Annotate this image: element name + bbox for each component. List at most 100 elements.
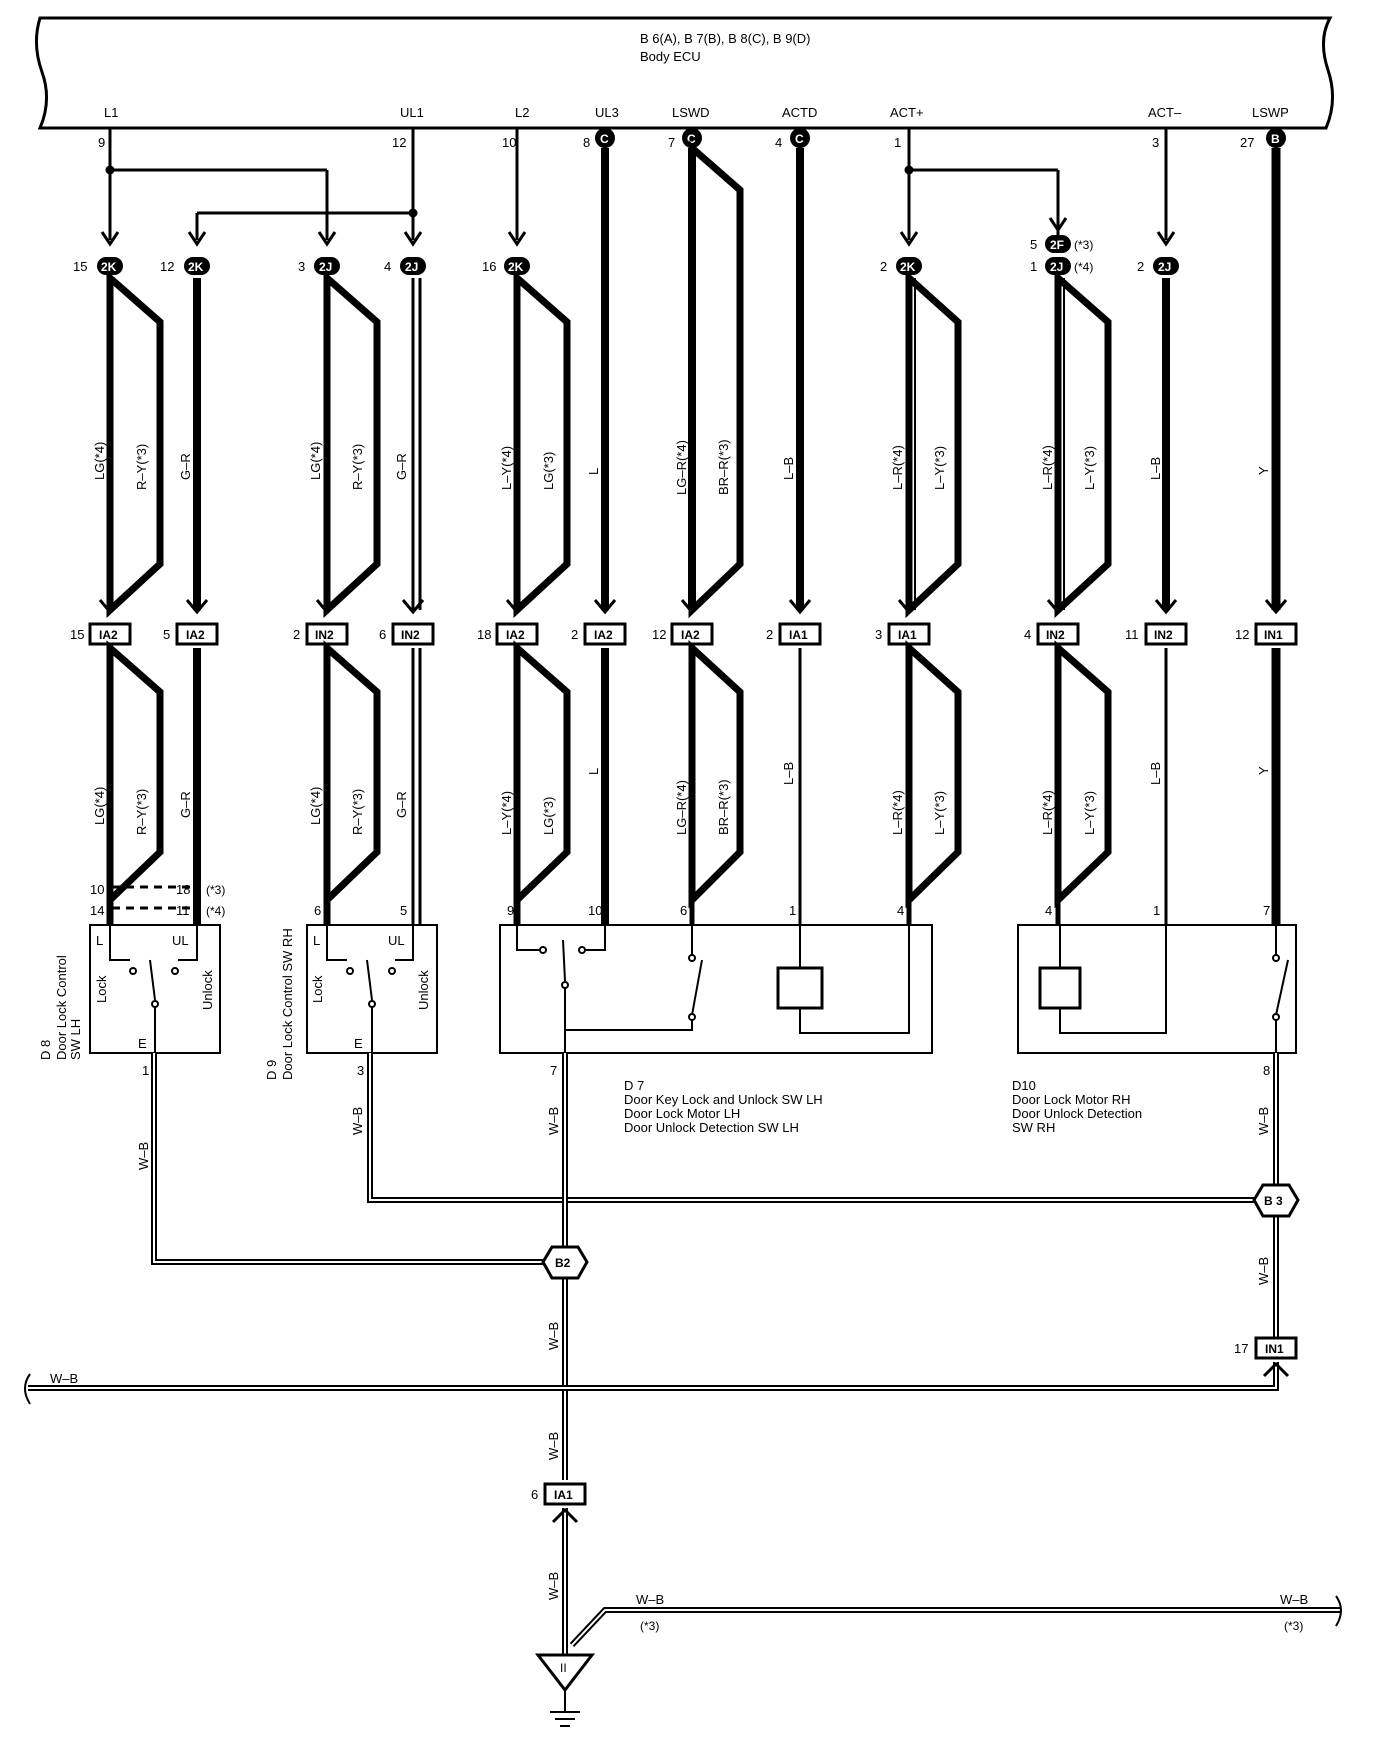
svg-text:4: 4 bbox=[897, 903, 904, 918]
svg-text:3: 3 bbox=[875, 627, 882, 642]
svg-text:17: 17 bbox=[1234, 1341, 1248, 1356]
svg-text:UL: UL bbox=[172, 933, 189, 948]
wire-label: LG(*4) bbox=[92, 787, 107, 825]
svg-text:L: L bbox=[313, 933, 320, 948]
terminal-conn-lswd bbox=[682, 128, 702, 148]
svg-text:11: 11 bbox=[1125, 627, 1139, 642]
component-d8: 10 18 (*3) 14 11 (*4) L UL Lock Unlock E… bbox=[38, 882, 225, 1078]
svg-text:Door Unlock Detection SW LH: Door Unlock Detection SW LH bbox=[624, 1120, 799, 1135]
terminal-label-l1: L1 bbox=[104, 105, 118, 120]
wire-label: L bbox=[586, 468, 601, 475]
wire-label: BR–R(*3) bbox=[716, 779, 731, 835]
svg-text:2J: 2J bbox=[319, 260, 332, 274]
svg-text:B2: B2 bbox=[555, 1256, 571, 1270]
upper-wire-labels: LG(*4) R–Y(*3) G–R LG(*4) R–Y(*3) G–R L–… bbox=[92, 439, 1271, 495]
svg-text:2J: 2J bbox=[405, 260, 418, 274]
terminal-pin-l2: 10 bbox=[502, 135, 516, 150]
svg-text:W–B: W–B bbox=[546, 1432, 561, 1460]
svg-text:Door Lock Motor RH: Door Lock Motor RH bbox=[1012, 1092, 1130, 1107]
svg-text:7: 7 bbox=[1263, 903, 1270, 918]
svg-text:(*4): (*4) bbox=[206, 904, 225, 918]
svg-text:IN2: IN2 bbox=[315, 628, 334, 642]
svg-text:5: 5 bbox=[400, 903, 407, 918]
svg-text:II: II bbox=[560, 1661, 567, 1675]
wire-label: L–Y(*3) bbox=[932, 791, 947, 835]
wire-label: L–Y(*3) bbox=[1082, 791, 1097, 835]
wire-label: L–Y(*4) bbox=[499, 446, 514, 490]
svg-text:15: 15 bbox=[73, 259, 87, 274]
svg-text:14: 14 bbox=[90, 903, 104, 918]
terminal-pin-l1: 9 bbox=[98, 135, 105, 150]
d10-internal-circuit bbox=[1038, 925, 1289, 1053]
svg-text:W–B: W–B bbox=[50, 1371, 78, 1386]
ecu-terminals: L1 9 UL1 12 L2 10 UL3 8 LSWD 7 ACTD 4 AC… bbox=[98, 105, 1289, 150]
svg-text:W–B: W–B bbox=[546, 1572, 561, 1600]
svg-text:Door Key Lock and Unlock SW LH: Door Key Lock and Unlock SW LH bbox=[624, 1092, 823, 1107]
junction-2j-2: 2J 2 bbox=[1137, 257, 1179, 275]
splice-b2: B2 bbox=[541, 1245, 589, 1280]
wire-label: L–R(*4) bbox=[1040, 790, 1055, 835]
svg-text:IN2: IN2 bbox=[1154, 628, 1173, 642]
svg-text:W–B: W–B bbox=[350, 1107, 365, 1135]
wire-label: L–Y(*3) bbox=[1082, 446, 1097, 490]
wire-label: LG(*4) bbox=[308, 442, 323, 480]
wire-label: L–B bbox=[1148, 457, 1163, 480]
svg-text:W–B: W–B bbox=[546, 1322, 561, 1350]
wire-label: L–R(*4) bbox=[890, 790, 905, 835]
svg-text:(*3): (*3) bbox=[1074, 238, 1093, 252]
svg-text:2K: 2K bbox=[900, 260, 916, 274]
svg-text:Door Lock Motor LH: Door Lock Motor LH bbox=[624, 1106, 740, 1121]
svg-text:1: 1 bbox=[1030, 259, 1037, 274]
junction-2k-16: 2K 16 bbox=[482, 257, 530, 275]
ground-icon: II bbox=[534, 1653, 596, 1727]
terminal-conn-actd bbox=[790, 128, 810, 148]
terminal-pin-lswd: 7 bbox=[668, 135, 675, 150]
lower-harness bbox=[106, 640, 1281, 925]
svg-text:18: 18 bbox=[477, 627, 491, 642]
svg-text:10: 10 bbox=[90, 882, 104, 897]
svg-text:(*4): (*4) bbox=[1074, 260, 1093, 274]
d8-switch-icon bbox=[109, 925, 198, 1053]
svg-text:D 9: D 9 bbox=[264, 1060, 279, 1080]
terminal-label-lswp: LSWP bbox=[1252, 105, 1289, 120]
svg-text:12: 12 bbox=[1235, 627, 1249, 642]
mid-conn-ia1-3: IA1 3 bbox=[875, 622, 931, 646]
svg-text:D10: D10 bbox=[1012, 1078, 1036, 1093]
svg-text:2K: 2K bbox=[508, 260, 524, 274]
wire-label: G–R bbox=[394, 791, 409, 818]
wire-label: LG–R(*4) bbox=[674, 780, 689, 835]
body-ecu: B 6(A), B 7(B), B 8(C), B 9(D) Body ECU bbox=[35, 16, 1334, 130]
terminal-conn-text-lswp: B bbox=[1271, 132, 1280, 146]
ecu-name: Body ECU bbox=[640, 49, 701, 64]
wire-label: L–B bbox=[781, 762, 796, 785]
svg-text:15: 15 bbox=[70, 627, 84, 642]
svg-text:3: 3 bbox=[298, 259, 305, 274]
svg-text:L: L bbox=[96, 933, 103, 948]
svg-text:E: E bbox=[354, 1036, 363, 1051]
svg-text:W–B: W–B bbox=[1280, 1592, 1308, 1607]
svg-text:Lock: Lock bbox=[310, 975, 325, 1003]
junction-2k-15: 2K 15 bbox=[73, 257, 123, 275]
wire-label: L–B bbox=[1148, 762, 1163, 785]
component-d10: 4 1 7 D10 Door Lock Motor RH Door Unlock… bbox=[1012, 903, 1297, 1135]
wire-label: L–Y(*3) bbox=[932, 446, 947, 490]
svg-text:IN1: IN1 bbox=[1264, 628, 1283, 642]
svg-text:6: 6 bbox=[379, 627, 386, 642]
terminal-conn-text-lswd: C bbox=[687, 132, 696, 146]
wire-label: R–Y(*3) bbox=[350, 789, 365, 835]
svg-text:IA1: IA1 bbox=[898, 628, 917, 642]
terminal-conn-text-actd: C bbox=[795, 132, 804, 146]
component-d7: 9 10 6 1 4 7 D 7 Door Key Lock and Unloc… bbox=[499, 903, 933, 1135]
svg-text:12: 12 bbox=[652, 627, 666, 642]
junction-2j-1: 2J 1 (*4) bbox=[1030, 257, 1093, 275]
ground-wiring bbox=[24, 1053, 1342, 1655]
svg-text:5: 5 bbox=[163, 627, 170, 642]
svg-text:4: 4 bbox=[1024, 627, 1031, 642]
svg-text:1: 1 bbox=[1153, 903, 1160, 918]
wire-label: R–Y(*3) bbox=[134, 444, 149, 490]
svg-text:2: 2 bbox=[571, 627, 578, 642]
